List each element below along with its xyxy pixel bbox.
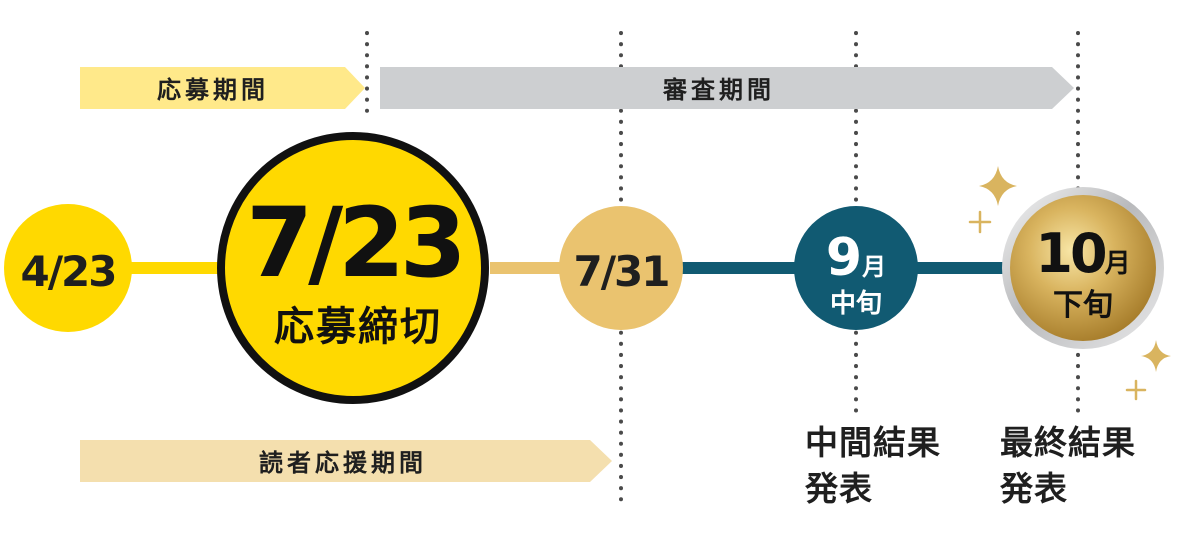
final-month-unit: 月 [1104, 249, 1131, 279]
final-month: 10 [1035, 222, 1105, 285]
deadline-date: 7/23 [246, 187, 461, 299]
interim-milestone-circle [794, 206, 918, 330]
small-plus-sparkle-icon [1125, 379, 1147, 401]
application-period-label: 応募期間 [157, 76, 269, 104]
sparkle-icon [1141, 340, 1171, 372]
review-period-label: 審査期間 [662, 76, 775, 104]
final-caption-line2: 発表 [1000, 469, 1068, 508]
application-period-arrow [80, 67, 365, 109]
final-caption-line1: 最終結果 [1000, 423, 1136, 462]
final-period: 下旬 [1053, 288, 1113, 323]
reader-support-period-label: 読者応援期間 [259, 449, 427, 477]
small-plus-sparkle-icon [968, 210, 992, 234]
sparkle-icon [979, 166, 1017, 206]
interim-announcement-caption: 中間結果 発表 [805, 420, 941, 512]
interim-month-text: 9月 [826, 228, 886, 288]
deadline-label: 応募締切 [274, 304, 442, 350]
interim-month-unit: 月 [861, 253, 886, 281]
deadline-milestone-circle [217, 132, 489, 404]
interim-month: 9 [826, 228, 862, 288]
interim-period: 中旬 [830, 289, 882, 319]
start-date: 4/23 [20, 247, 115, 296]
final-month-text: 10月 [1035, 222, 1130, 285]
reader-end-milestone-circle [559, 206, 683, 330]
reader-support-period-arrow [80, 440, 612, 482]
final-milestone-circle [1010, 195, 1156, 341]
interim-caption-line1: 中間結果 [805, 423, 941, 462]
final-announcement-caption: 最終結果 発表 [1000, 420, 1136, 512]
interim-caption-line2: 発表 [805, 469, 873, 508]
start-milestone-circle [4, 204, 132, 332]
review-period-arrow [380, 67, 1074, 109]
reader-end-date: 7/31 [573, 247, 668, 296]
